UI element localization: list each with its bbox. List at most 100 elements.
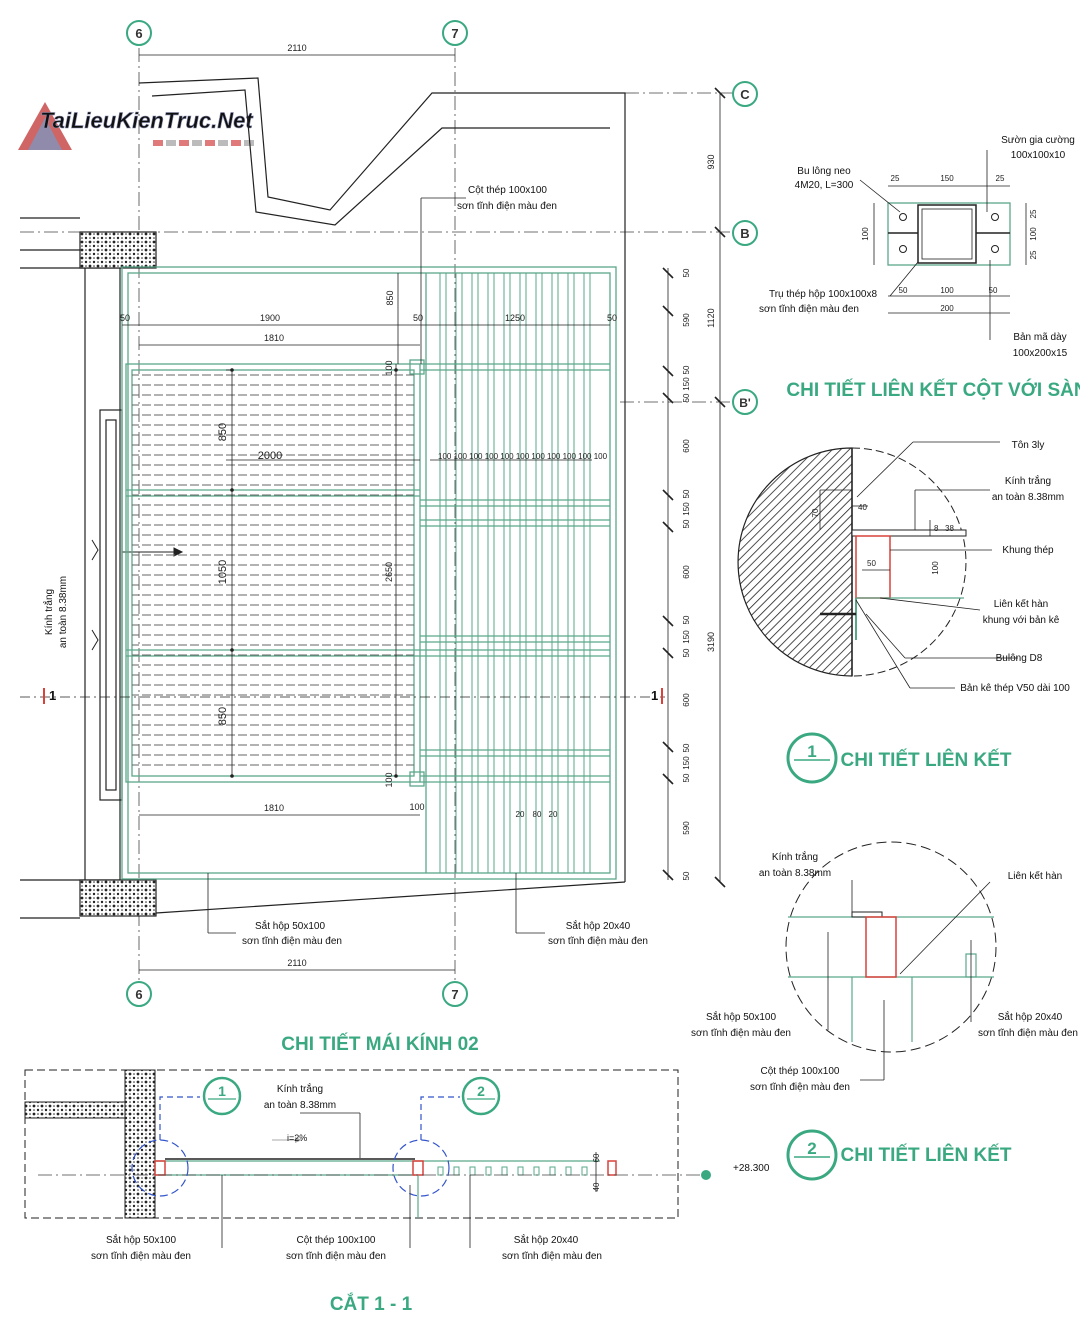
tick-label: 590 bbox=[682, 821, 691, 835]
dim-50: 50 bbox=[607, 313, 617, 323]
watermark: TaiLieuKienTruc.Net bbox=[18, 102, 255, 150]
dim-100: 100 bbox=[384, 360, 394, 375]
tick-label: 600 bbox=[682, 439, 691, 453]
tick-label: 150 bbox=[682, 756, 691, 770]
grid-label: C bbox=[740, 87, 750, 102]
j2-column-label: sơn tĩnh điện màu đen bbox=[750, 1082, 850, 1093]
j1-ton-label: Tôn 3ly bbox=[1012, 440, 1045, 451]
tick-label: 50 bbox=[682, 393, 691, 402]
j2-box50-label: sơn tĩnh điện màu đen bbox=[691, 1028, 791, 1039]
dim-purlins: 100 100 100 100 100 100 100 100 100 100 … bbox=[438, 452, 608, 461]
section-title: CẮT 1 - 1 bbox=[330, 1293, 413, 1315]
plan-glass-label: an toàn 8.38mm bbox=[58, 576, 69, 648]
col-dim: 25 bbox=[891, 174, 900, 183]
detail-number: 1 bbox=[807, 742, 816, 761]
col-post-label: Trụ thép hộp 100x100x8 bbox=[769, 289, 877, 300]
column-bottom bbox=[409, 771, 425, 787]
dim-1900: 1900 bbox=[260, 313, 280, 323]
col-dim: 50 bbox=[989, 286, 998, 295]
plan-box20-label: sơn tĩnh điện màu đen bbox=[548, 936, 648, 947]
dim-50: 50 bbox=[120, 313, 130, 323]
col-bolt-label: 4M20, L=300 bbox=[795, 180, 854, 191]
section-bubble-2: 2 bbox=[461, 1076, 501, 1116]
dim-50: 50 bbox=[413, 313, 423, 323]
j2-glass-label: an toàn 8.38mm bbox=[759, 868, 831, 879]
tick-label: 50 bbox=[682, 268, 691, 277]
dim-850-b: 850 bbox=[217, 707, 229, 725]
column-top bbox=[409, 359, 425, 375]
joint-1-title: CHI TIẾT LIÊN KẾT bbox=[841, 749, 1012, 771]
dim-1120: 1120 bbox=[706, 308, 716, 327]
grid-label: B bbox=[740, 226, 749, 241]
j1-dim: 40 bbox=[858, 503, 867, 512]
col-dim: 200 bbox=[940, 304, 954, 313]
grid-bubble-c: C bbox=[732, 81, 758, 107]
sec-slope-label: i=2% bbox=[287, 1133, 307, 1143]
j2-glass-label: Kính trắng bbox=[772, 850, 818, 863]
col-dim: 25 bbox=[1029, 209, 1038, 218]
plan-dim-ticks bbox=[230, 368, 398, 778]
grid-label: 7 bbox=[451, 987, 458, 1002]
dim-850-a: 850 bbox=[217, 423, 229, 441]
j1-bolt-label: Bulông D8 bbox=[996, 653, 1043, 664]
tick-label: 50 bbox=[682, 519, 691, 528]
tick-label: 50 bbox=[682, 871, 691, 880]
dim-20: 20 bbox=[549, 810, 558, 819]
j1-weld-label: Liên kết hàn bbox=[994, 598, 1049, 610]
tick-label: 50 bbox=[682, 489, 691, 498]
j1-dim: 50 bbox=[867, 559, 876, 568]
col-bolt-label: Bu lông neo bbox=[797, 166, 851, 177]
tick-label: 600 bbox=[682, 693, 691, 707]
col-plate-label: 100x200x15 bbox=[1013, 348, 1068, 359]
tick-label: 150 bbox=[682, 502, 691, 516]
tick-label: 600 bbox=[682, 565, 691, 579]
sec-column-label: sơn tĩnh điện màu đen bbox=[286, 1251, 386, 1262]
detail-number: 1 bbox=[218, 1083, 226, 1099]
sec-glass-label: Kính trắng bbox=[277, 1082, 323, 1095]
sec-box20-label: sơn tĩnh điện màu đen bbox=[502, 1251, 602, 1262]
dim-2110-bottom: 2110 bbox=[287, 958, 306, 968]
sec-box20-label: Sắt hộp 20x40 bbox=[514, 1233, 579, 1246]
plan-title: CHI TIẾT MÁI KÍNH 02 bbox=[281, 1033, 478, 1055]
plan-box20-label: Sắt hộp 20x40 bbox=[566, 919, 631, 932]
grid-label: B' bbox=[739, 396, 751, 410]
dim-2110-top: 2110 bbox=[287, 43, 306, 53]
dim-850-top: 850 bbox=[385, 290, 395, 305]
section-marker-right: 1 bbox=[651, 688, 663, 704]
plan-glass-label: Kính trắng bbox=[42, 589, 55, 635]
j1-glass-label: Kính trắng bbox=[1005, 474, 1051, 487]
sec-box50-label: Sắt hộp 50x100 bbox=[106, 1233, 176, 1246]
j2-box20-label: Sắt hộp 20x40 bbox=[998, 1010, 1063, 1023]
wall-block-bottom bbox=[79, 879, 157, 917]
detail-bubble-1: 1 bbox=[786, 732, 838, 784]
sec-box50-label: sơn tĩnh điện màu đen bbox=[91, 1251, 191, 1262]
grid-bubble-7-top: 7 bbox=[442, 20, 468, 46]
tick-label: 150 bbox=[682, 630, 691, 644]
j2-box20-label: sơn tĩnh điện màu đen bbox=[978, 1028, 1078, 1039]
detail-number: 2 bbox=[807, 1139, 816, 1158]
grid-bubble-6-top: 6 bbox=[126, 20, 152, 46]
col-dim: 100 bbox=[940, 286, 954, 295]
tick-label: 50 bbox=[682, 365, 691, 374]
purlins bbox=[439, 273, 591, 873]
detail-bubble-2: 2 bbox=[786, 1129, 838, 1181]
sec-dim: 60 bbox=[592, 1153, 601, 1162]
plan-box50-label: sơn tĩnh điện màu đen bbox=[242, 936, 342, 947]
grid-label: 7 bbox=[451, 26, 458, 41]
col-dim: 50 bbox=[899, 286, 908, 295]
detail-number: 2 bbox=[477, 1083, 485, 1099]
wall-block-top bbox=[79, 231, 157, 269]
j1-dim: 70 bbox=[811, 508, 820, 517]
joint-2-title: CHI TIẾT LIÊN KẾT bbox=[841, 1144, 1012, 1166]
tick-label: 50 bbox=[682, 615, 691, 624]
j1-dim: 100 bbox=[931, 561, 940, 575]
j2-column-label: Cột thép 100x100 bbox=[761, 1066, 840, 1077]
plan-column-label: sơn tĩnh điện màu đen bbox=[457, 201, 557, 212]
tick-label: 50 bbox=[682, 773, 691, 782]
dim-100: 100 bbox=[384, 772, 394, 787]
grid-bubble-b: B bbox=[732, 220, 758, 246]
j1-weld-label: khung với bản kê bbox=[983, 615, 1060, 626]
grid-bubble-7-bottom: 7 bbox=[442, 981, 468, 1007]
sec-level-label: +28.300 bbox=[733, 1163, 770, 1174]
